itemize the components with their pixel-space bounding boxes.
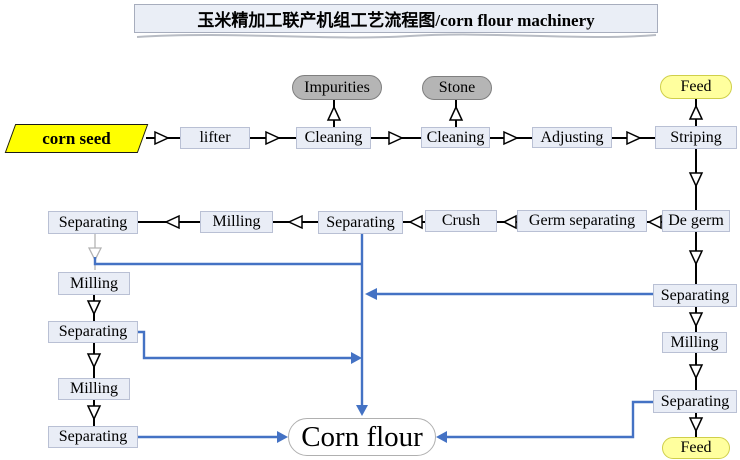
node-separating-2: Separating — [318, 211, 403, 234]
blue-arrowheads — [277, 288, 447, 443]
node-separating-5: Separating — [653, 284, 737, 307]
gray-hollow-arrowhead — [87, 247, 103, 262]
node-feed-top: Feed — [660, 75, 732, 99]
node-corn-seed: corn seed — [3, 124, 150, 153]
blue-connectors — [93, 234, 653, 439]
node-striping: Striping — [655, 126, 737, 149]
node-feed-bottom: Feed — [662, 437, 730, 459]
black-connectors — [93, 99, 697, 437]
node-separating-4: Separating — [48, 426, 138, 448]
node-de-germ: De germ — [662, 210, 730, 232]
node-milling-1: Milling — [200, 211, 273, 233]
node-lifter: lifter — [180, 127, 250, 149]
node-impurities: Impurities — [292, 75, 382, 100]
node-milling-3: Milling — [58, 378, 130, 400]
node-stone: Stone — [422, 76, 492, 100]
diagram-title: 玉米精加工联产机组工艺流程图/corn flour machinery — [134, 4, 658, 33]
node-cleaning-1: Cleaning — [296, 127, 371, 149]
node-cleaning-2: Cleaning — [421, 127, 490, 148]
node-milling-4: Milling — [662, 332, 727, 353]
title-wave-shadow — [136, 33, 657, 39]
node-corn-flour: Corn flour — [288, 418, 436, 456]
node-germ-separating: Germ separating — [517, 210, 647, 232]
node-adjusting: Adjusting — [532, 127, 612, 148]
node-label: corn seed — [42, 129, 111, 148]
node-crush: Crush — [425, 210, 497, 232]
node-separating-3: Separating — [48, 321, 138, 343]
node-separating-1: Separating — [48, 211, 138, 234]
node-milling-2: Milling — [58, 272, 130, 295]
hollow-arrowheads — [86, 104, 704, 433]
node-separating-6: Separating — [653, 390, 737, 413]
